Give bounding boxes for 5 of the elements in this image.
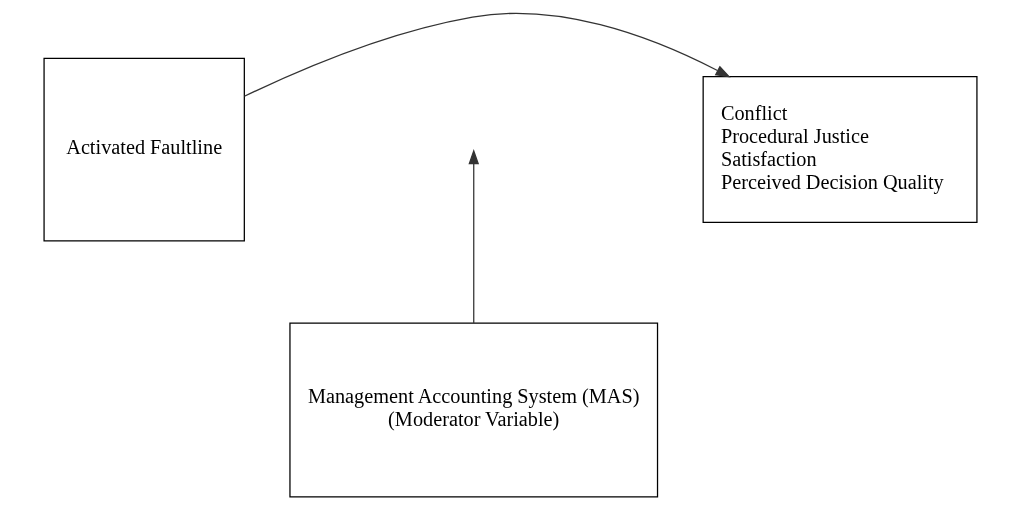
- arrow: [243, 12, 731, 97]
- node-box: Management Accounting System (MAS) (Moderator Variable): [288, 322, 658, 498]
- node-box: Conflict Procedural Justice Satisfaction Perceived Decision Quality: [702, 76, 978, 224]
- node-box: Activated Faultline: [42, 57, 245, 242]
- arrow: [467, 149, 479, 324]
